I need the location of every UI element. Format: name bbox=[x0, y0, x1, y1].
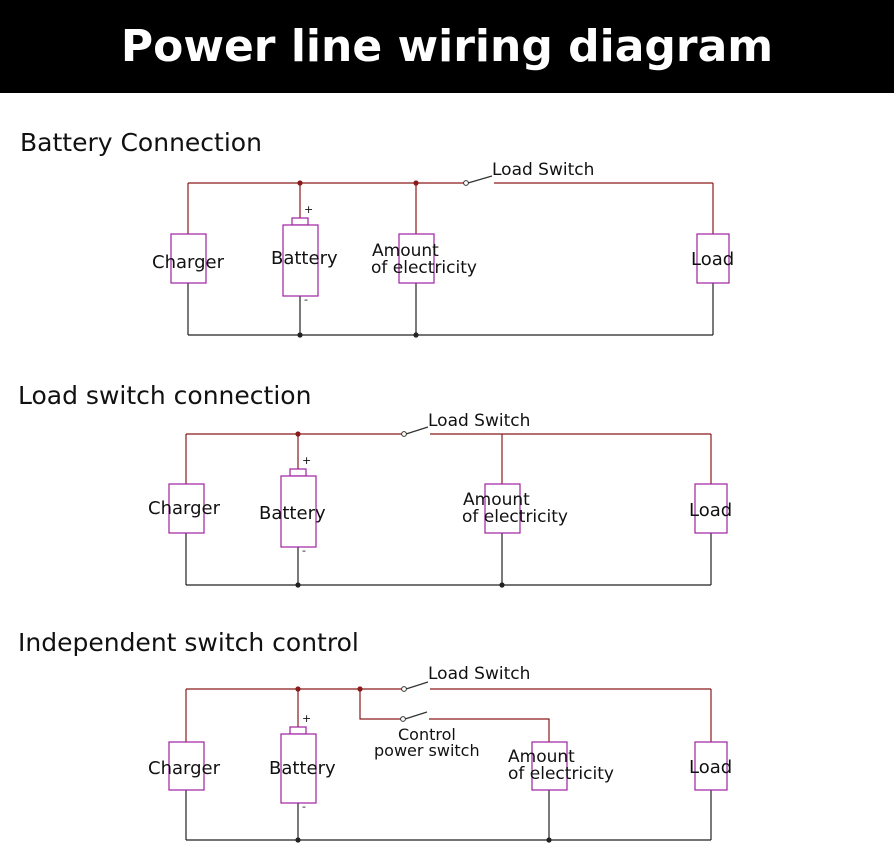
battery-terminal bbox=[291, 217, 309, 226]
charger-label: Charger bbox=[148, 758, 221, 779]
battery-terminal bbox=[289, 468, 307, 477]
battery-terminal bbox=[289, 726, 307, 735]
amount-label-line2: of electricity bbox=[462, 507, 568, 527]
node bbox=[297, 332, 303, 338]
node bbox=[357, 686, 363, 692]
node bbox=[546, 837, 552, 843]
diagram-battery-connection: Charger Battery + - Amount of electricit… bbox=[152, 160, 734, 338]
load-switch-label: Load Switch bbox=[492, 160, 594, 180]
header-banner: Power line wiring diagram bbox=[0, 0, 894, 93]
battery-box bbox=[280, 475, 317, 548]
section-title-independent-switch-control: Independent switch control bbox=[18, 628, 359, 657]
load-switch-contact bbox=[401, 431, 407, 437]
page-title: Power line wiring diagram bbox=[120, 21, 774, 72]
meter-box bbox=[531, 741, 568, 791]
battery-minus-label: - bbox=[304, 293, 308, 306]
load-switch-label: Load Switch bbox=[428, 664, 530, 684]
charger-label: Charger bbox=[152, 252, 225, 273]
diagram-independent-switch-control: Charger Battery + - Amount of electricit… bbox=[148, 664, 732, 843]
node bbox=[295, 686, 301, 692]
amount-label-line1: Amount bbox=[372, 241, 439, 261]
amount-label-line1: Amount bbox=[463, 490, 530, 510]
battery-plus-label: + bbox=[302, 712, 311, 725]
charger-label: Charger bbox=[148, 498, 221, 519]
load-switch-blade bbox=[405, 426, 429, 435]
amount-label-line2: of electricity bbox=[371, 258, 477, 278]
battery-label: Battery bbox=[269, 758, 336, 779]
node bbox=[413, 180, 419, 186]
node bbox=[413, 332, 419, 338]
control-to-meter-wire bbox=[429, 718, 550, 742]
diagram-load-switch-connection: Charger Battery + - Amount of electricit… bbox=[148, 411, 732, 588]
load-switch-blade bbox=[405, 681, 429, 690]
load-switch-contact bbox=[463, 180, 469, 186]
node bbox=[297, 180, 303, 186]
load-switch-label: Load Switch bbox=[428, 411, 530, 431]
battery-label: Battery bbox=[259, 503, 326, 524]
load-box bbox=[696, 233, 730, 284]
amount-label-line2: of electricity bbox=[508, 764, 614, 784]
section-title-load-switch-connection: Load switch connection bbox=[18, 381, 312, 410]
load-switch-contact bbox=[401, 686, 407, 692]
amount-label-line1: Amount bbox=[508, 747, 575, 767]
control-switch-label-line2: power switch bbox=[374, 741, 480, 760]
charger-box bbox=[168, 741, 205, 791]
charger-box bbox=[170, 233, 207, 284]
battery-plus-label: + bbox=[304, 203, 313, 216]
section-title-battery-connection: Battery Connection bbox=[20, 128, 262, 157]
battery-minus-label: - bbox=[302, 544, 306, 557]
control-switch-contact bbox=[400, 716, 406, 722]
load-label: Load bbox=[691, 249, 734, 270]
load-label: Load bbox=[689, 757, 732, 778]
load-switch-blade bbox=[467, 175, 493, 184]
meter-box bbox=[484, 483, 521, 534]
control-branch-wire bbox=[359, 689, 403, 720]
control-switch-blade bbox=[404, 711, 428, 720]
battery-minus-label: - bbox=[302, 800, 306, 813]
load-label: Load bbox=[689, 500, 732, 521]
node bbox=[295, 582, 301, 588]
charger-box bbox=[168, 483, 205, 534]
load-box bbox=[694, 741, 728, 791]
meter-box bbox=[398, 233, 435, 284]
battery-plus-label: + bbox=[302, 454, 311, 467]
battery-box bbox=[280, 733, 317, 804]
load-box bbox=[694, 483, 728, 534]
battery-label: Battery bbox=[271, 248, 338, 269]
battery-box bbox=[282, 224, 319, 297]
node bbox=[295, 837, 301, 843]
control-switch-label-line1: Control bbox=[398, 725, 456, 744]
node bbox=[499, 582, 505, 588]
node bbox=[295, 431, 301, 437]
